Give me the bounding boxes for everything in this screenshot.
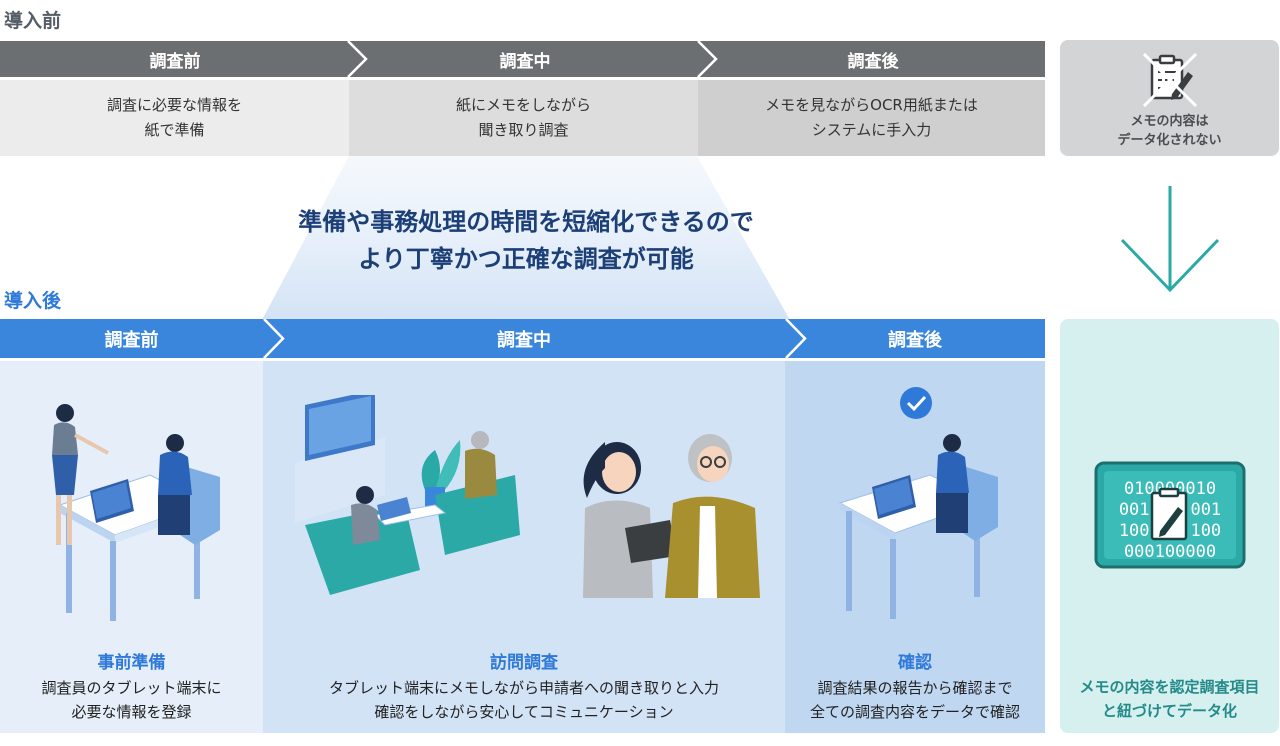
after-desc-2: タブレット端末にメモしながら申請者への聞き取りと入力 確認をしながら安心してコミ… [263, 676, 785, 724]
result-text: メモの内容を認定調査項目 と紐づけてデータ化 [1060, 675, 1279, 723]
after-stage-3-text: 確認 調査結果の報告から確認まで 全ての調査内容をデータで確認 [785, 0, 1045, 746]
after-stage-2-text: 訪問調査 タブレット端末にメモしながら申請者への聞き取りと入力 確認をしながら安… [263, 0, 785, 746]
after-title-1: 事前準備 [0, 648, 263, 673]
after-desc-1: 調査員のタブレット端末に 必要な情報を登録 [0, 676, 263, 724]
after-title-3: 確認 [785, 648, 1045, 673]
after-desc-3: 調査結果の報告から確認まで 全ての調査内容をデータで確認 [785, 676, 1045, 724]
crossed-memo-icon [1140, 50, 1200, 110]
after-stage-1-text: 事前準備 調査員のタブレット端末に 必要な情報を登録 [0, 0, 263, 746]
down-arrow-icon [1120, 186, 1220, 294]
after-title-2: 訪問調査 [263, 648, 785, 673]
memo-not-digitized-box: メモの内容は データ化されない [1060, 40, 1279, 156]
memo-note: メモの内容は データ化されない [1060, 112, 1279, 150]
clipboard-icon [1152, 493, 1186, 539]
binary-row-4: 000100000 [1124, 542, 1216, 562]
